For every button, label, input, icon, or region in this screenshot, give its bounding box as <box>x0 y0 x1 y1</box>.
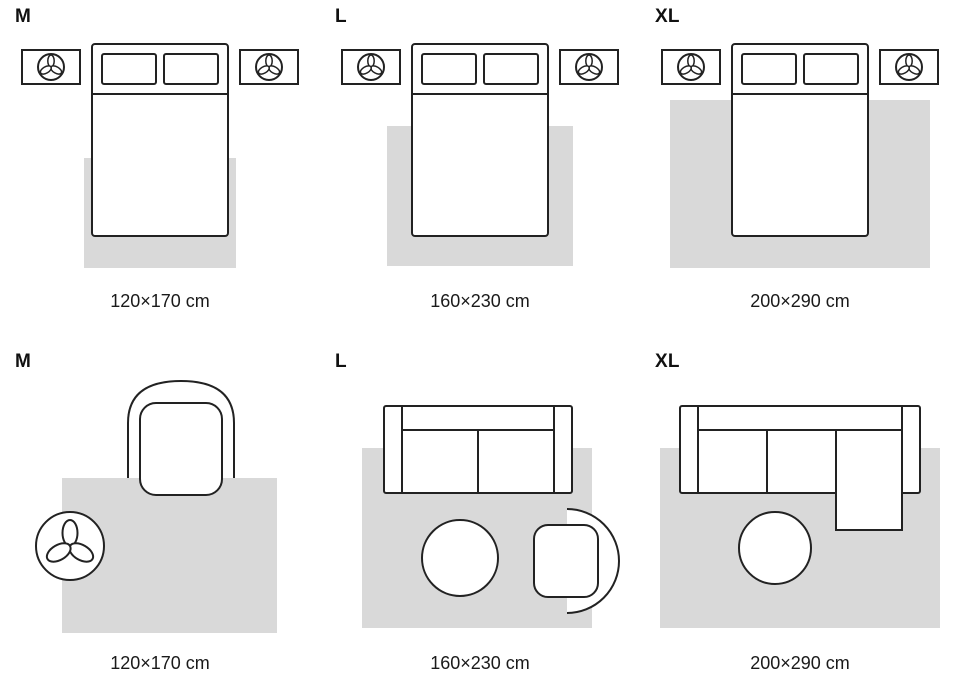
armchair-seat <box>139 402 223 496</box>
size-label-m: M <box>15 351 32 372</box>
dimension-label: 160×230 cm <box>430 653 530 673</box>
bedroom-diagram-xl <box>640 43 960 268</box>
bed <box>731 43 869 237</box>
nightstand-left <box>662 50 720 84</box>
nightstand-left <box>22 50 80 84</box>
size-label-xl: XL <box>655 351 680 372</box>
size-label-l: L <box>335 351 347 372</box>
size-label-m: M <box>15 6 32 27</box>
size-label-l: L <box>335 6 347 27</box>
dimension-label: 160×230 cm <box>430 291 530 311</box>
nightstand-right <box>240 50 298 84</box>
livingroom-diagram-xl <box>660 405 940 628</box>
nightstand-right <box>880 50 938 84</box>
bedroom-diagram-l <box>320 43 640 266</box>
nightstand-left <box>342 50 400 84</box>
panel-bedroom-xl: XL 200×290 cm <box>640 0 960 345</box>
panel-bedroom-m: M 120×170 cm <box>0 0 320 345</box>
plant-icon <box>45 519 95 563</box>
sofa-chaise <box>835 429 903 531</box>
armchair-seat <box>533 524 599 598</box>
dimension-label: 200×290 cm <box>750 653 850 673</box>
panel-livingroom-m: M 120×170 cm <box>0 345 320 690</box>
size-label-xl: XL <box>655 6 680 27</box>
livingroom-diagram-m <box>35 379 277 633</box>
pouf <box>738 511 812 585</box>
dimension-label: 120×170 cm <box>110 291 210 311</box>
panel-livingroom-xl: XL 200×290 cm <box>640 345 960 690</box>
bedroom-diagram-m <box>0 43 320 268</box>
nightstand-right <box>560 50 618 84</box>
bed <box>91 43 229 237</box>
bed <box>411 43 549 237</box>
livingroom-diagram-l <box>362 405 620 628</box>
panel-livingroom-l: L 160×230 cm <box>320 345 640 690</box>
dimension-label: 200×290 cm <box>750 291 850 311</box>
panel-bedroom-l: L 160×230 cm <box>320 0 640 345</box>
pouf <box>421 519 499 597</box>
dimension-label: 120×170 cm <box>110 653 210 673</box>
